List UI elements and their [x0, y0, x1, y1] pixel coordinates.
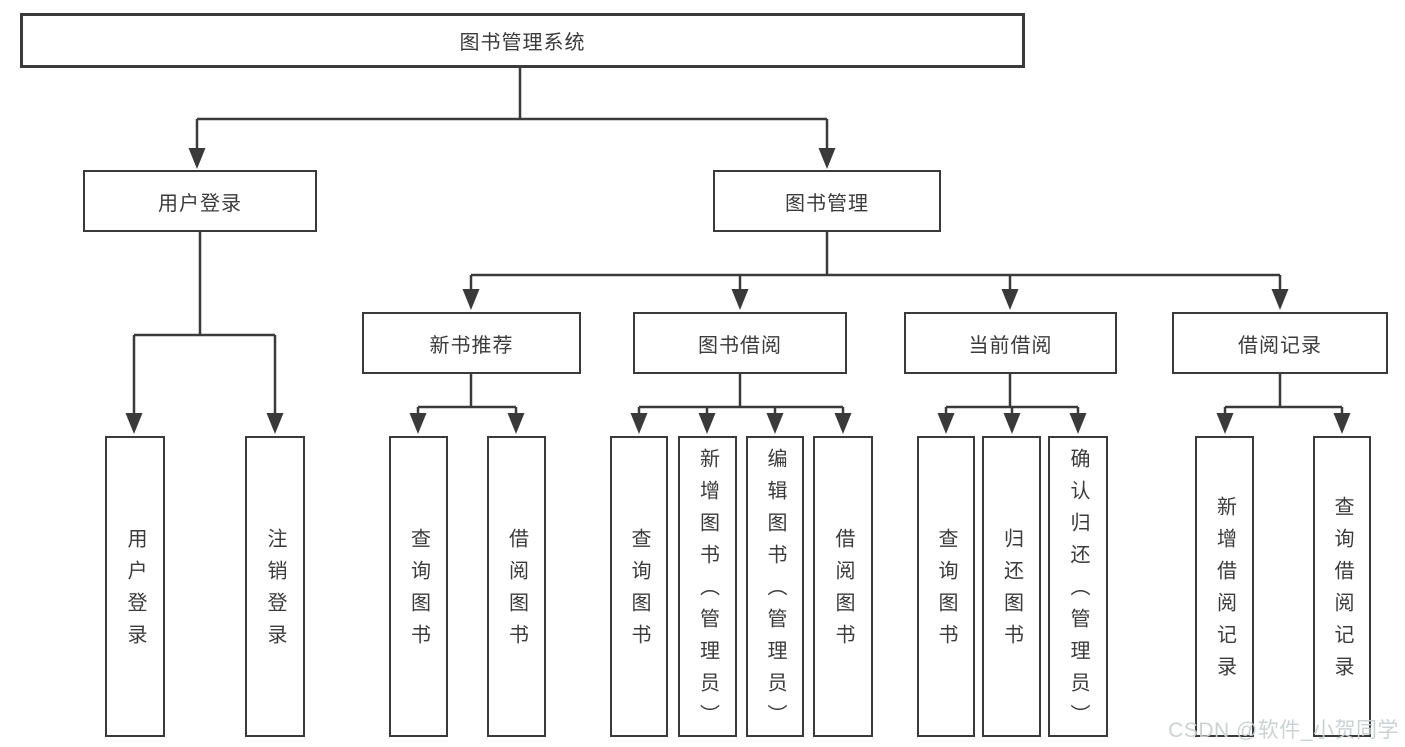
leaf-newbook-query-books: 查询图书 — [389, 436, 448, 737]
leaf-borrow-query-books-label: 查询图书 — [628, 527, 650, 656]
leaf-borrow-add-books-admin: 新增图书（管理员） — [678, 436, 737, 737]
node-user-login: 用户登录 — [83, 170, 317, 232]
arrowhead-bb-borrow — [834, 413, 852, 434]
leaf-records-query-record: 查询借阅记录 — [1313, 436, 1371, 737]
node-book-borrowing: 图书借阅 — [633, 312, 847, 374]
leaf-records-add-record-label: 新增借阅记录 — [1213, 495, 1236, 688]
arrowhead-nb-borrow — [507, 413, 525, 434]
arrowhead-nb-query — [409, 413, 427, 434]
node-book-management: 图书管理 — [713, 170, 941, 232]
leaf-user-login-label: 用户登录 — [124, 527, 146, 656]
arrowhead-cb-confirm — [1069, 413, 1087, 434]
leaf-current-confirm-return-admin: 确认归还（管理员） — [1048, 436, 1108, 737]
leaf-records-query-record-label: 查询借阅记录 — [1331, 495, 1353, 688]
node-user-login-label: 用户登录 — [158, 192, 242, 215]
arrowhead-user-login — [188, 148, 206, 169]
arrowhead-current-borrow — [1001, 289, 1019, 310]
node-new-book-recommendation: 新书推荐 — [362, 312, 581, 374]
node-borrowing-records: 借阅记录 — [1172, 312, 1388, 374]
leaf-user-login: 用户登录 — [105, 436, 165, 737]
csdn-watermark: CSDN @软件_小贺同学 — [1168, 719, 1399, 742]
node-root-system: 图书管理系统 — [20, 13, 1025, 68]
leaf-logout: 注销登录 — [245, 436, 305, 737]
node-new-book-recommendation-label: 新书推荐 — [429, 334, 514, 357]
leaf-records-add-record: 新增借阅记录 — [1195, 436, 1254, 737]
arrowhead-cb-return — [1003, 413, 1021, 434]
arrowhead-leaf-logout — [266, 413, 284, 434]
leaf-borrow-borrow-books: 借阅图书 — [813, 436, 873, 737]
leaf-current-confirm-return-admin-label: 确认归还（管理员） — [1067, 448, 1089, 736]
arrowhead-bb-edit — [766, 413, 784, 434]
leaf-current-return-books: 归还图书 — [982, 436, 1041, 737]
arrowhead-new-book — [462, 289, 480, 310]
node-root-label: 图书管理系统 — [459, 32, 586, 54]
leaf-current-query-books-label: 查询图书 — [935, 527, 957, 656]
leaf-current-query-books: 查询图书 — [917, 436, 975, 737]
leaf-logout-label: 注销登录 — [264, 527, 286, 656]
leaf-current-return-books-label: 归还图书 — [1000, 527, 1023, 656]
arrowhead-bb-query — [630, 413, 648, 434]
node-current-borrowing: 当前借阅 — [904, 312, 1117, 374]
leaf-borrow-query-books: 查询图书 — [610, 436, 668, 737]
leaf-borrow-add-books-admin-label: 新增图书（管理员） — [696, 448, 719, 736]
arrowhead-borrow-records — [1271, 289, 1289, 310]
arrowhead-br-query — [1333, 413, 1351, 434]
leaf-borrow-edit-books-admin-label: 编辑图书（管理员） — [764, 448, 786, 736]
node-book-borrowing-label: 图书借阅 — [698, 334, 782, 357]
leaf-newbook-borrow-books-label: 借阅图书 — [505, 527, 528, 656]
node-borrowing-records-label: 借阅记录 — [1238, 334, 1322, 357]
leaf-borrow-borrow-books-label: 借阅图书 — [832, 527, 854, 656]
leaf-newbook-query-books-label: 查询图书 — [407, 527, 430, 656]
leaf-newbook-borrow-books: 借阅图书 — [487, 436, 546, 737]
arrowhead-bb-add — [698, 413, 716, 434]
node-current-borrowing-label: 当前借阅 — [968, 334, 1053, 357]
arrowhead-book-borrow — [731, 289, 749, 310]
arrowhead-leaf-user-login — [125, 413, 143, 434]
leaf-borrow-edit-books-admin: 编辑图书（管理员） — [746, 436, 804, 737]
node-book-management-label: 图书管理 — [785, 192, 869, 215]
arrowhead-book-mgmt — [818, 148, 836, 169]
arrowhead-cb-query — [937, 413, 955, 434]
arrowhead-br-add — [1216, 413, 1234, 434]
